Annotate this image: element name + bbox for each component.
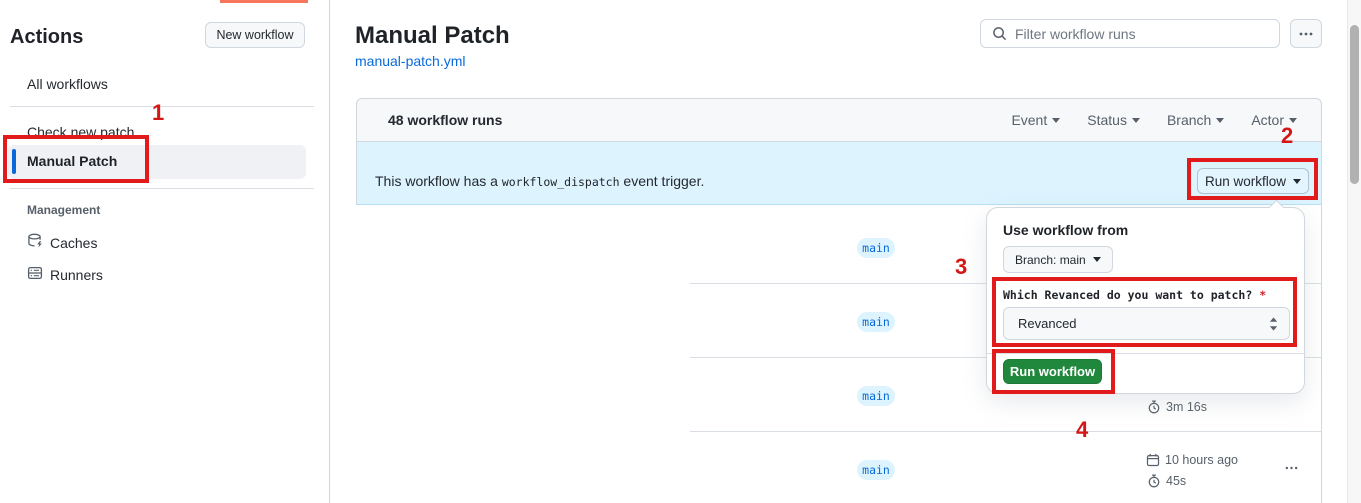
dispatch-input-label: Which Revanced do you want to patch? * <box>1003 288 1267 302</box>
actions-sidebar: Actions New workflow All workflows Check… <box>0 0 330 503</box>
sidebar-divider <box>10 106 314 107</box>
chevron-down-icon <box>1293 178 1302 184</box>
filter-status[interactable]: Status <box>1087 112 1140 128</box>
branch-badge[interactable]: main <box>857 460 895 480</box>
workflow-runs-count: 48 workflow runs <box>388 112 503 128</box>
chevron-down-icon <box>1216 117 1225 123</box>
sidebar-item-label: Runners <box>50 266 103 283</box>
page-scrollbar[interactable] <box>1347 0 1361 503</box>
run-row[interactable]: main 10 hours ago 45s <box>356 432 1321 503</box>
chevron-down-icon <box>1092 257 1101 262</box>
selected-indicator-bar <box>12 149 16 174</box>
panel-divider <box>987 353 1304 354</box>
panel-title: Use workflow from <box>1003 222 1129 238</box>
banner-text: This workflow has a workflow_dispatch ev… <box>375 173 705 189</box>
stopwatch-icon <box>1148 474 1160 488</box>
sidebar-item-manual-patch[interactable]: Manual Patch <box>8 145 306 179</box>
select-updown-icon <box>1269 317 1278 330</box>
row-divider <box>690 431 1321 432</box>
run-date: 10 hours ago <box>1146 453 1238 467</box>
top-accent-fragment <box>220 0 308 3</box>
workflow-options-kebab-button[interactable] <box>1290 19 1322 48</box>
new-workflow-button[interactable]: New workflow <box>205 22 305 48</box>
branch-badge[interactable]: main <box>857 386 895 406</box>
kebab-icon <box>1285 466 1297 470</box>
chevron-down-icon <box>1131 117 1140 123</box>
stopwatch-icon <box>1148 400 1160 414</box>
sidebar-item-caches[interactable]: Caches <box>27 233 97 252</box>
sidebar-item-all-workflows[interactable]: All workflows <box>27 76 108 92</box>
search-icon <box>993 27 1007 41</box>
calendar-icon <box>1146 453 1160 467</box>
sidebar-divider <box>10 188 314 189</box>
required-asterisk: * <box>1259 288 1267 302</box>
runs-filters: Event Status Branch Actor <box>1011 112 1297 128</box>
filter-runs-searchbox[interactable] <box>980 19 1280 48</box>
filter-actor[interactable]: Actor <box>1251 112 1297 128</box>
run-workflow-submit-button[interactable]: Run workflow <box>1003 359 1102 384</box>
runs-card-header: 48 workflow runs Event Status Branch Act… <box>356 98 1322 142</box>
branch-badge[interactable]: main <box>857 312 895 332</box>
run-duration: 3m 16s <box>1147 400 1207 414</box>
filter-branch[interactable]: Branch <box>1167 112 1225 128</box>
branch-select-button[interactable]: Branch: main <box>1003 246 1113 273</box>
management-section-label: Management <box>27 203 101 217</box>
runners-icon <box>27 265 43 284</box>
sidebar-item-check-new-patch[interactable]: Check new patch <box>27 124 135 140</box>
run-row[interactable]: main 3m 16s <box>356 358 1321 432</box>
revanced-select[interactable]: Revanced <box>1003 307 1290 340</box>
chevron-down-icon <box>1052 117 1061 123</box>
workflow-file-link[interactable]: manual-patch.yml <box>355 53 466 69</box>
run-workflow-panel: Use workflow from Branch: main Which Rev… <box>986 207 1305 394</box>
workflow-dispatch-banner: This workflow has a workflow_dispatch ev… <box>356 142 1322 205</box>
run-duration: 45s <box>1147 474 1186 488</box>
sidebar-item-label: Caches <box>50 234 98 251</box>
cache-icon <box>27 233 43 252</box>
code-workflow-dispatch: workflow_dispatch <box>501 175 620 189</box>
chevron-down-icon <box>1289 117 1297 123</box>
sidebar-item-label: Manual Patch <box>27 153 118 169</box>
run-workflow-dropdown-button[interactable]: Run workflow <box>1197 168 1309 194</box>
sidebar-item-runners[interactable]: Runners <box>27 265 103 284</box>
page-title: Manual Patch <box>355 22 510 49</box>
run-kebab-button[interactable] <box>1278 460 1304 476</box>
sidebar-title: Actions <box>10 26 84 48</box>
branch-badge[interactable]: main <box>857 238 895 258</box>
kebab-icon <box>1299 32 1313 35</box>
filter-event[interactable]: Event <box>1011 112 1061 128</box>
search-input[interactable] <box>1015 25 1255 42</box>
scrollbar-thumb[interactable] <box>1350 25 1359 184</box>
